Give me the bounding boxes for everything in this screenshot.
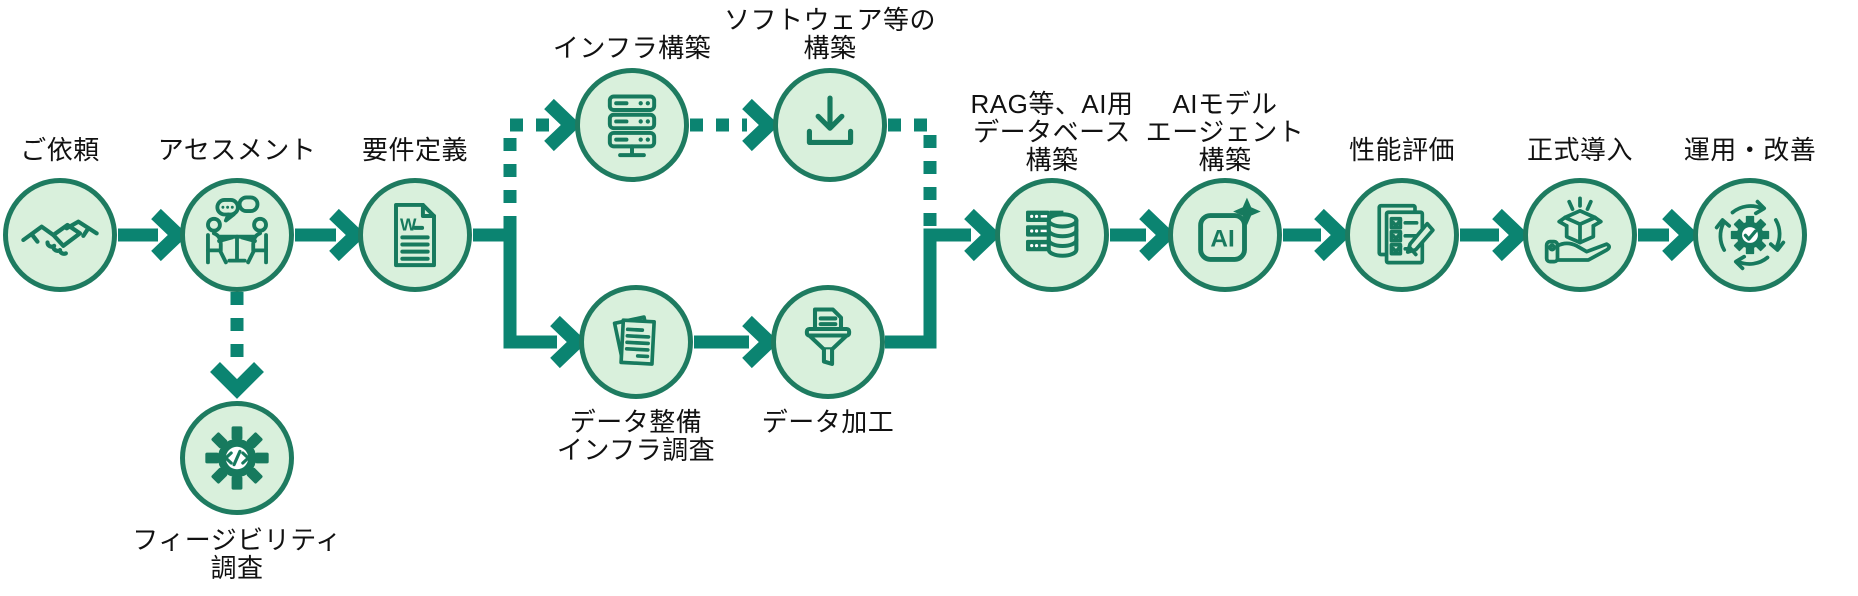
arrow-datakako-ragdb bbox=[885, 208, 1002, 349]
node-assessment-circle bbox=[180, 178, 294, 292]
node-dataseibi-circle bbox=[579, 285, 693, 399]
node-datakako-circle bbox=[771, 285, 885, 399]
node-ragdb-circle bbox=[995, 178, 1109, 292]
node-unyo-circle bbox=[1693, 178, 1807, 292]
cycle-gear-check-icon bbox=[1714, 199, 1786, 271]
meeting-people-icon bbox=[206, 195, 268, 265]
node-seishiki-label: 正式導入 bbox=[1526, 135, 1633, 165]
node-seino-circle bbox=[1345, 178, 1459, 292]
node-datakako-label: データ加工 bbox=[761, 407, 895, 437]
node-goirai-label: ご依頼 bbox=[20, 135, 100, 165]
arrow-seino-seishiki bbox=[1460, 208, 1530, 262]
node-dataseibi-label: データ整備 インフラ調査 bbox=[556, 407, 716, 465]
node-ragdb-label: RAG等、AI用 データベース 構築 bbox=[970, 89, 1134, 175]
node-yoken-label: 要件定義 bbox=[361, 135, 468, 165]
node-aimodel-circle: AI bbox=[1168, 178, 1282, 292]
node-assessment-label: アセスメント bbox=[157, 135, 317, 165]
svg-text:W: W bbox=[400, 214, 417, 234]
data-funnel-icon bbox=[804, 307, 852, 366]
node-feasibility-circle bbox=[180, 401, 294, 515]
arrow-seishiki-unyo bbox=[1638, 208, 1700, 262]
arrow-assessment-yoken bbox=[295, 208, 367, 262]
node-feasibility-label: フィージビリティ 調査 bbox=[132, 525, 342, 583]
svg-text:AI: AI bbox=[1210, 225, 1234, 252]
database-server-icon bbox=[1026, 210, 1079, 258]
node-seino-label: 性能評価 bbox=[1348, 135, 1455, 165]
box-on-hand-icon bbox=[1544, 196, 1612, 264]
server-rack-icon bbox=[607, 94, 657, 158]
node-yoken-circle: W bbox=[358, 178, 472, 292]
ai-sparkle-icon: AI bbox=[1198, 197, 1261, 262]
dotted-line-software-merge bbox=[888, 118, 937, 228]
download-icon bbox=[806, 95, 854, 145]
arrow-ragdb-aimodel bbox=[1110, 208, 1177, 262]
node-goirai-circle bbox=[3, 178, 117, 292]
dotted-arrow-infra-software bbox=[690, 98, 780, 152]
node-software-label: ソフトウェア等の 構築 bbox=[723, 5, 936, 63]
arrow-goirai-assessment bbox=[118, 208, 189, 262]
node-aimodel-label: AIモデル エージェント 構築 bbox=[1145, 89, 1305, 175]
handshake-icon bbox=[21, 219, 99, 256]
stacked-documents-icon bbox=[612, 315, 656, 366]
dotted-arrow-assessment-feasibility bbox=[210, 292, 264, 399]
arrow-aimodel-seino bbox=[1283, 208, 1352, 262]
node-software-circle bbox=[773, 68, 887, 182]
node-infra-circle bbox=[575, 68, 689, 182]
dotted-arrow-yoken-infra bbox=[503, 98, 582, 229]
node-infra-label: インフラ構築 bbox=[552, 33, 712, 63]
code-gear-icon bbox=[205, 426, 269, 490]
node-seishiki-circle bbox=[1523, 178, 1637, 292]
arrow-dataseibi-datakako bbox=[694, 315, 780, 369]
node-unyo-label: 運用・改善 bbox=[1683, 135, 1817, 165]
word-document-icon: W bbox=[394, 202, 436, 268]
checklist-pencil-icon bbox=[1377, 203, 1435, 265]
arrow-yoken-dataseibi bbox=[473, 228, 588, 369]
